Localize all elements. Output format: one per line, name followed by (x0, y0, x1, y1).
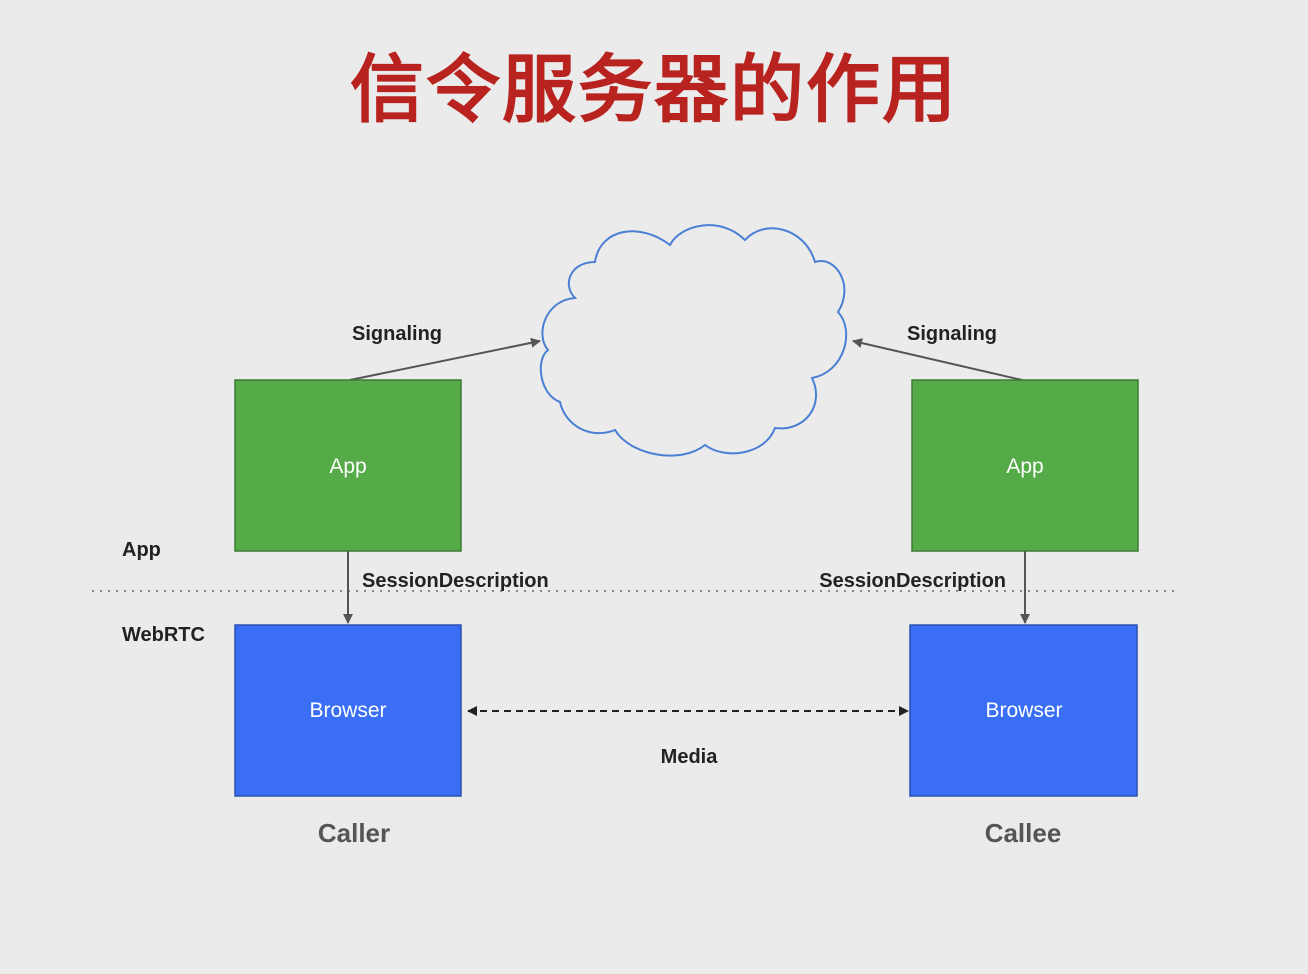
signaling-arrow-right (852, 338, 1023, 381)
signaling-label-left: Signaling (352, 323, 442, 345)
layer-label-webrtc: WebRTC (122, 624, 205, 646)
layer-label-app: App (122, 539, 161, 561)
signaling-label-right: Signaling (907, 323, 997, 345)
caller-app-box (234, 379, 462, 552)
caller-app-label: App (329, 455, 366, 478)
callee-browser-label: Browser (985, 699, 1062, 722)
caller-label: Caller (318, 818, 390, 848)
page-title: 信令服务器的作用 (350, 47, 958, 133)
callee-label: Callee (985, 818, 1062, 848)
caller-browser-label: Browser (309, 699, 386, 722)
cloud-icon (539, 224, 848, 457)
media-label: Media (661, 746, 719, 768)
callee-app-label: App (1006, 455, 1043, 478)
callee-app-box (911, 379, 1139, 552)
session-label-left: SessionDescription (362, 570, 549, 592)
caller-browser-box (234, 624, 462, 797)
callee-browser-box (909, 624, 1138, 797)
signaling-arrow-left (349, 337, 541, 381)
session-label-right: SessionDescription (819, 570, 1006, 592)
